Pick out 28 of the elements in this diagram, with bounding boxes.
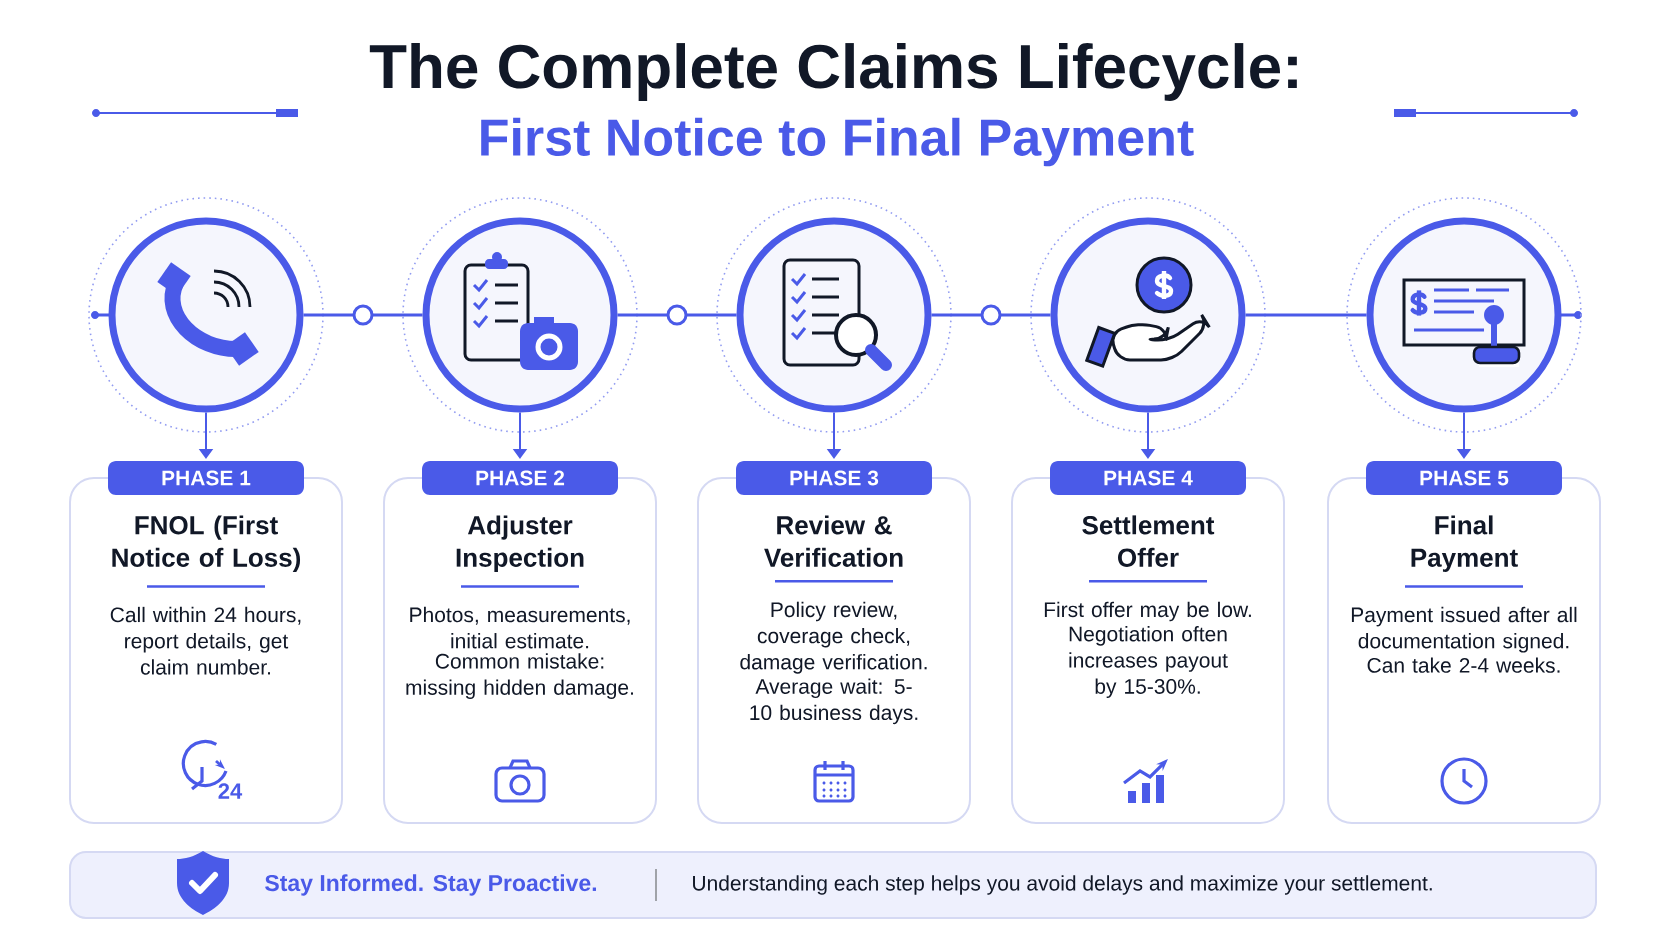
- phase-badge: PHASE 4: [1050, 461, 1246, 495]
- phase-description: Photos, measurements, initial estimate.: [410, 606, 630, 649]
- phase-description: Policy review, coverage check, damage verification.: [740, 601, 927, 674]
- phase-heading: Final Payment: [1411, 515, 1518, 573]
- connector-line: [303, 313, 423, 317]
- phase-description: Can take 2-4 weeks.: [1367, 657, 1560, 673]
- phase-description: Negotiation often increases payout by 15-30%.: [1069, 626, 1228, 699]
- banner-text: Understanding each step helps you avoid delays and maximize your settlement.: [693, 875, 1432, 895]
- phase-heading: Settlement Offer: [1082, 515, 1215, 567]
- phase-heading: Adjuster Inspection: [456, 515, 584, 573]
- connector-line: [931, 313, 1051, 317]
- phase-heading: FNOL (First Notice of Loss): [112, 515, 301, 573]
- title: The Complete Claims Lifecycle:: [369, 43, 1297, 101]
- phase-description: Call within 24 hours, report details, get claim number.: [110, 606, 301, 675]
- phase-description: Average wait: 5-10 business days.: [750, 678, 918, 725]
- banner-slogan: Stay Informed. Stay Proactive.: [265, 874, 596, 896]
- connector-line: [1245, 313, 1367, 317]
- phase-badge: PHASE 2: [422, 461, 618, 495]
- phase-description: Payment issued after all documentation signed.: [1351, 606, 1577, 653]
- phase-badge: PHASE 5: [1366, 461, 1562, 495]
- connector-line: [617, 313, 737, 317]
- phase-description: Common mistake: missing hidden damage.: [406, 653, 633, 700]
- phase-badge: PHASE 1: [108, 461, 304, 495]
- clock-number: 24: [218, 783, 243, 799]
- subtitle: First Notice to Final Payment: [481, 117, 1194, 167]
- phase-description: First offer may be low.: [1044, 601, 1251, 622]
- phase-heading: Review & Verification: [764, 515, 903, 567]
- phase-badge: PHASE 3: [736, 461, 932, 495]
